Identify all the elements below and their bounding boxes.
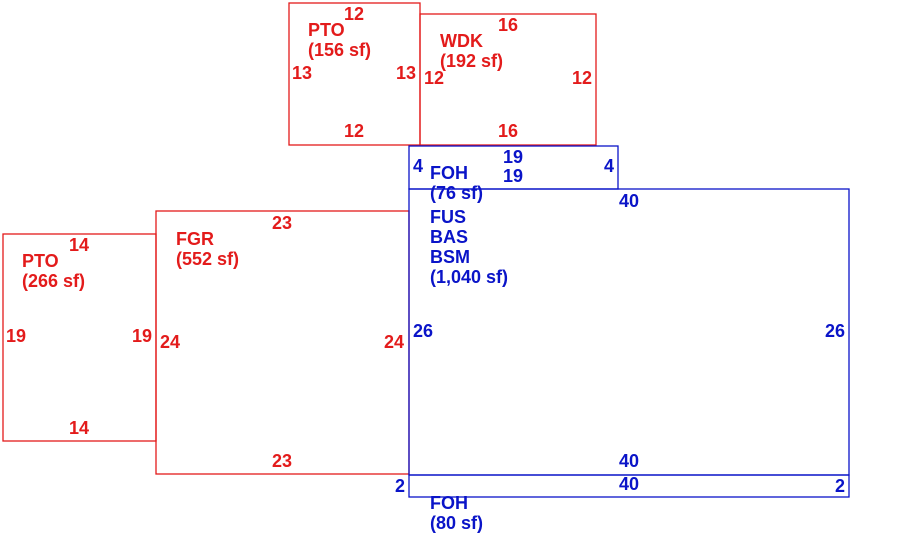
wdk-dim-right: 12 <box>572 68 592 88</box>
foh-top-dim-left: 4 <box>413 156 423 176</box>
fgr-dim-bottom: 23 <box>272 451 292 471</box>
pto-top-dim-left: 13 <box>292 63 312 83</box>
main-code-label-2: BAS <box>430 227 468 247</box>
foh-top-size-label: (76 sf) <box>430 183 483 203</box>
pto-left-dim-right: 19 <box>132 326 152 346</box>
pto-left-code-label: PTO <box>22 251 59 271</box>
foh-bottom-dim-top: 40 <box>619 474 639 494</box>
wdk-outline <box>419 13 597 146</box>
pto-top-dim-top: 12 <box>344 4 364 24</box>
fgr-dim-right: 24 <box>384 332 404 352</box>
main-dim-right: 26 <box>825 321 845 341</box>
fgr-size-label: (552 sf) <box>176 249 239 269</box>
pto-top-dim-right: 13 <box>396 63 416 83</box>
main-dim-top: 40 <box>619 191 639 211</box>
pto-left-dim-left: 19 <box>6 326 26 346</box>
area-pto-left: PTO (266 sf) 14 14 19 19 <box>2 233 157 442</box>
pto-top-dim-bottom: 12 <box>344 121 364 141</box>
area-pto-top: PTO (156 sf) 12 12 13 13 <box>288 2 421 146</box>
wdk-size-label: (192 sf) <box>440 51 503 71</box>
main-code-label-1: FUS <box>430 207 466 227</box>
main-size-label: (1,040 sf) <box>430 267 508 287</box>
pto-top-code-label: PTO <box>308 20 345 40</box>
wdk-dim-left: 12 <box>424 68 444 88</box>
wdk-dim-top: 16 <box>498 15 518 35</box>
wdk-dim-bottom: 16 <box>498 121 518 141</box>
area-main: FUS BAS BSM (1,040 sf) 40 40 26 26 <box>408 188 850 476</box>
wdk-code-label: WDK <box>440 31 483 51</box>
foh-bottom-dim-right: 2 <box>835 476 845 496</box>
fgr-dim-top: 23 <box>272 213 292 233</box>
area-fgr: FGR (552 sf) 23 23 24 24 <box>155 210 410 475</box>
foh-bottom-outline <box>408 474 850 498</box>
foh-top-dim-right: 4 <box>604 156 614 176</box>
area-foh-top: FOH (76 sf) 19 19 4 4 <box>408 145 619 203</box>
area-foh-bottom: FOH (80 sf) 40 2 2 <box>395 474 850 533</box>
foh-top-code-label: FOH <box>430 163 468 183</box>
pto-left-dim-bottom: 14 <box>69 418 89 438</box>
pto-left-dim-top: 14 <box>69 235 89 255</box>
pto-left-size-label: (266 sf) <box>22 271 85 291</box>
main-dim-left: 26 <box>413 321 433 341</box>
fgr-code-label: FGR <box>176 229 214 249</box>
main-code-label-3: BSM <box>430 247 470 267</box>
foh-bottom-size-label: (80 sf) <box>430 513 483 533</box>
main-outline <box>408 188 850 476</box>
foh-bottom-dim-left: 2 <box>395 476 405 496</box>
area-wdk: WDK (192 sf) 16 16 12 12 <box>419 13 597 146</box>
main-dim-bottom: 40 <box>619 451 639 471</box>
pto-top-size-label: (156 sf) <box>308 40 371 60</box>
foh-bottom-code-label: FOH <box>430 493 468 513</box>
foh-top-dim-top: 19 <box>503 147 523 167</box>
fgr-dim-left: 24 <box>160 332 180 352</box>
foh-top-dim-bottom: 19 <box>503 166 523 186</box>
